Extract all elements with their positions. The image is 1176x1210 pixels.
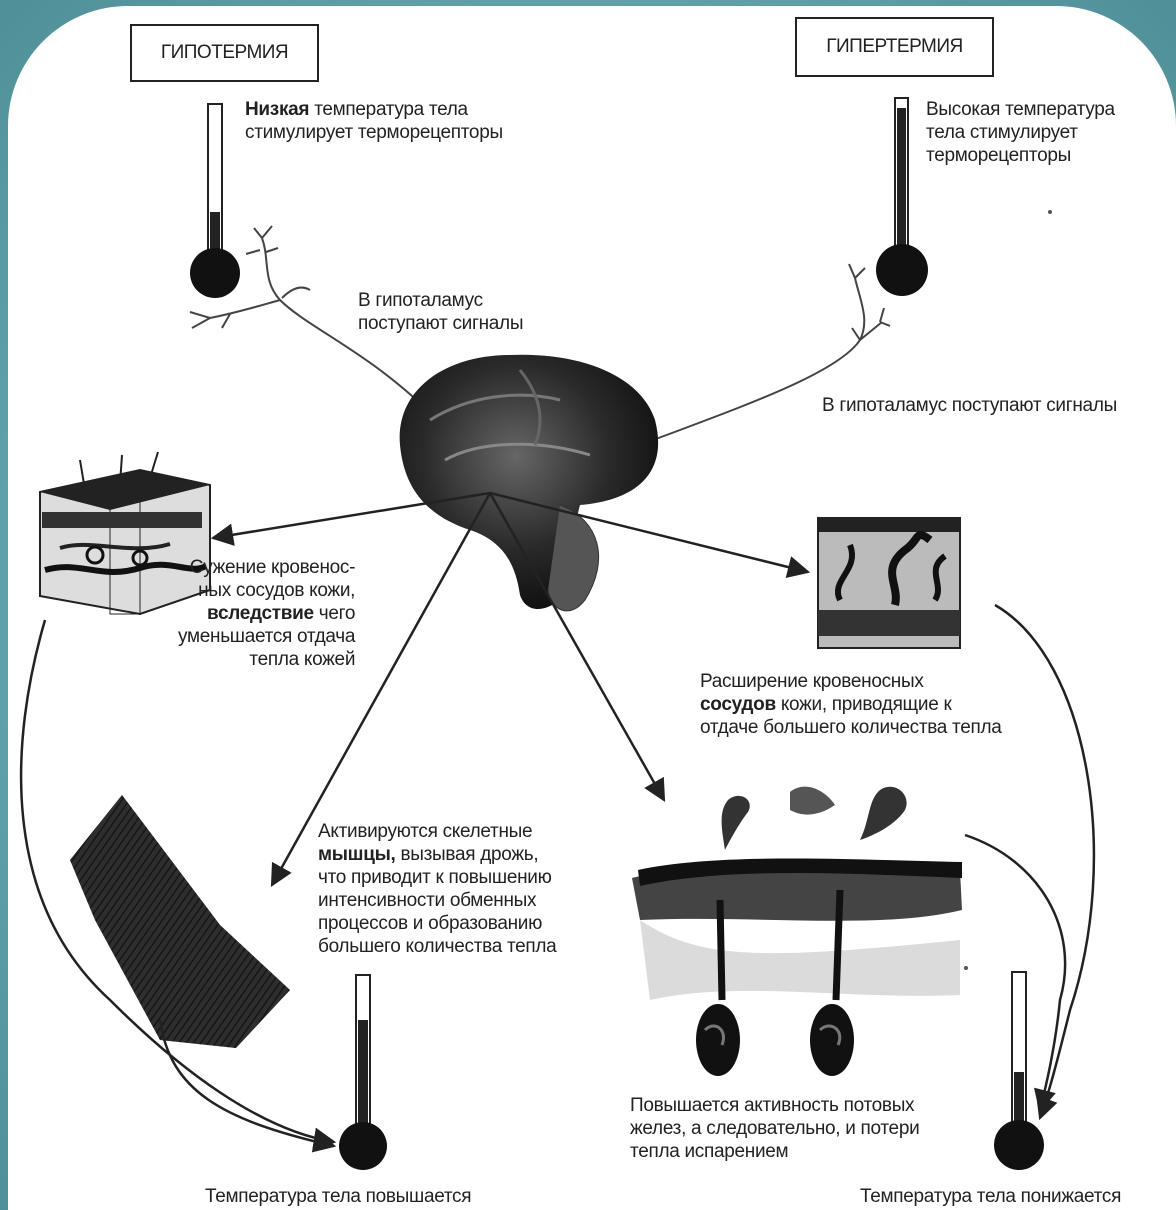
arrow-skin-left-to-thermometer xyxy=(19,619,337,1150)
caption-low-temp-line1: температура тела xyxy=(309,99,468,120)
caption-high-temp-line3: терморецепторы xyxy=(926,145,1071,166)
caption-vasoconstriction-line2: ных сосудов кожи, xyxy=(198,580,356,601)
caption-signals-left-line1: В гипоталамус xyxy=(358,290,483,311)
caption-muscles-line5: процессов и образованию xyxy=(318,913,543,934)
sweat-gland-icon xyxy=(632,786,962,1076)
caption-muscles-line6: большего количества тепла xyxy=(318,936,557,957)
thermometer-top-left-icon xyxy=(190,103,240,298)
caption-high-temp-line2: тела стимулирует xyxy=(926,122,1078,143)
arrow-to-sweat-glands xyxy=(488,492,666,802)
caption-muscles-line4: интенсивности обменных xyxy=(318,890,537,911)
caption-high-temp: Высокая температура тела стимулирует тер… xyxy=(926,98,1115,167)
brain-icon xyxy=(399,354,659,612)
caption-low-temp: Низкая температура тела стимулирует терм… xyxy=(245,98,503,144)
caption-signals-left: В гипоталамус поступают сигналы xyxy=(358,289,523,335)
caption-vasoconstriction-line1: Сужение кровенос- xyxy=(189,557,356,578)
caption-vasoconstriction-bold: вследствие xyxy=(207,603,314,624)
caption-low-temp-bold: Низкая xyxy=(245,99,310,120)
caption-sweat-line2: желез, а следовательно, и потери xyxy=(630,1118,920,1139)
thermometer-bottom-right-icon xyxy=(994,971,1044,1170)
caption-vasodilation-line3: отдаче большего количества тепла xyxy=(700,717,1002,738)
caption-high-temp-line1: Высокая температура xyxy=(926,99,1115,120)
caption-sweat: Повышается активность потовых желез, а с… xyxy=(630,1094,920,1163)
caption-muscles: Активируются скелетные мышцы, вызывая др… xyxy=(318,820,557,958)
caption-muscles-line3: что приводит к повышению xyxy=(318,867,552,888)
skin-block-right-icon xyxy=(817,517,961,649)
arrow-skin-right-to-thermometer xyxy=(994,603,1096,1121)
caption-vasoconstriction-line5: тепла кожей xyxy=(249,649,356,670)
thermometer-bottom-center-icon xyxy=(339,974,387,1170)
caption-vasoconstriction-line4: уменьшается отдача xyxy=(178,626,356,647)
caption-signals-left-line2: поступают сигналы xyxy=(358,313,524,334)
arrow-to-muscle xyxy=(270,492,492,887)
arrows-layer xyxy=(19,491,1096,1153)
caption-temp-down: Температура тела понижается xyxy=(860,1186,1122,1207)
hypothermia-box: ГИПОТЕРМИЯ xyxy=(130,24,319,82)
caption-muscles-line1: Активируются скелетные xyxy=(318,821,533,842)
caption-low-temp-line2: стимулирует терморецепторы xyxy=(245,122,503,143)
arrow-muscle-to-thermometer xyxy=(158,1019,337,1153)
arrow-to-skin-right xyxy=(489,491,811,579)
skin-block-left-icon xyxy=(39,451,211,616)
thermometer-top-right-icon xyxy=(876,97,928,296)
caption-muscles-line2: вызывая дрожь, xyxy=(395,844,539,865)
caption-vasoconstriction-line3: чего xyxy=(313,603,356,624)
muscle-icon xyxy=(70,795,290,1048)
arrow-to-skin-left xyxy=(210,491,491,546)
caption-sweat-line3: тепла испарением xyxy=(630,1141,789,1162)
caption-temp-up: Температура тела повышается xyxy=(205,1186,472,1207)
caption-vasodilation: Расширение кровеносных сосудов кожи, при… xyxy=(700,670,1002,739)
hyperthermia-box: ГИПЕРТЕРМИЯ xyxy=(795,17,994,77)
caption-vasodilation-line1: Расширение кровеносных xyxy=(700,671,924,692)
caption-vasoconstriction: Сужение кровенос- ных сосудов кожи, всле… xyxy=(178,556,355,671)
caption-muscles-bold: мышцы, xyxy=(318,844,396,865)
caption-signals-right: В гипоталамус поступают сигналы xyxy=(822,395,1117,416)
caption-vasodilation-bold: сосудов xyxy=(700,694,776,715)
caption-vasodilation-line2: кожи, приводящие к xyxy=(775,694,952,715)
caption-sweat-line1: Повышается активность потовых xyxy=(630,1095,915,1116)
arrow-sweat-to-thermometer xyxy=(964,833,1067,1113)
